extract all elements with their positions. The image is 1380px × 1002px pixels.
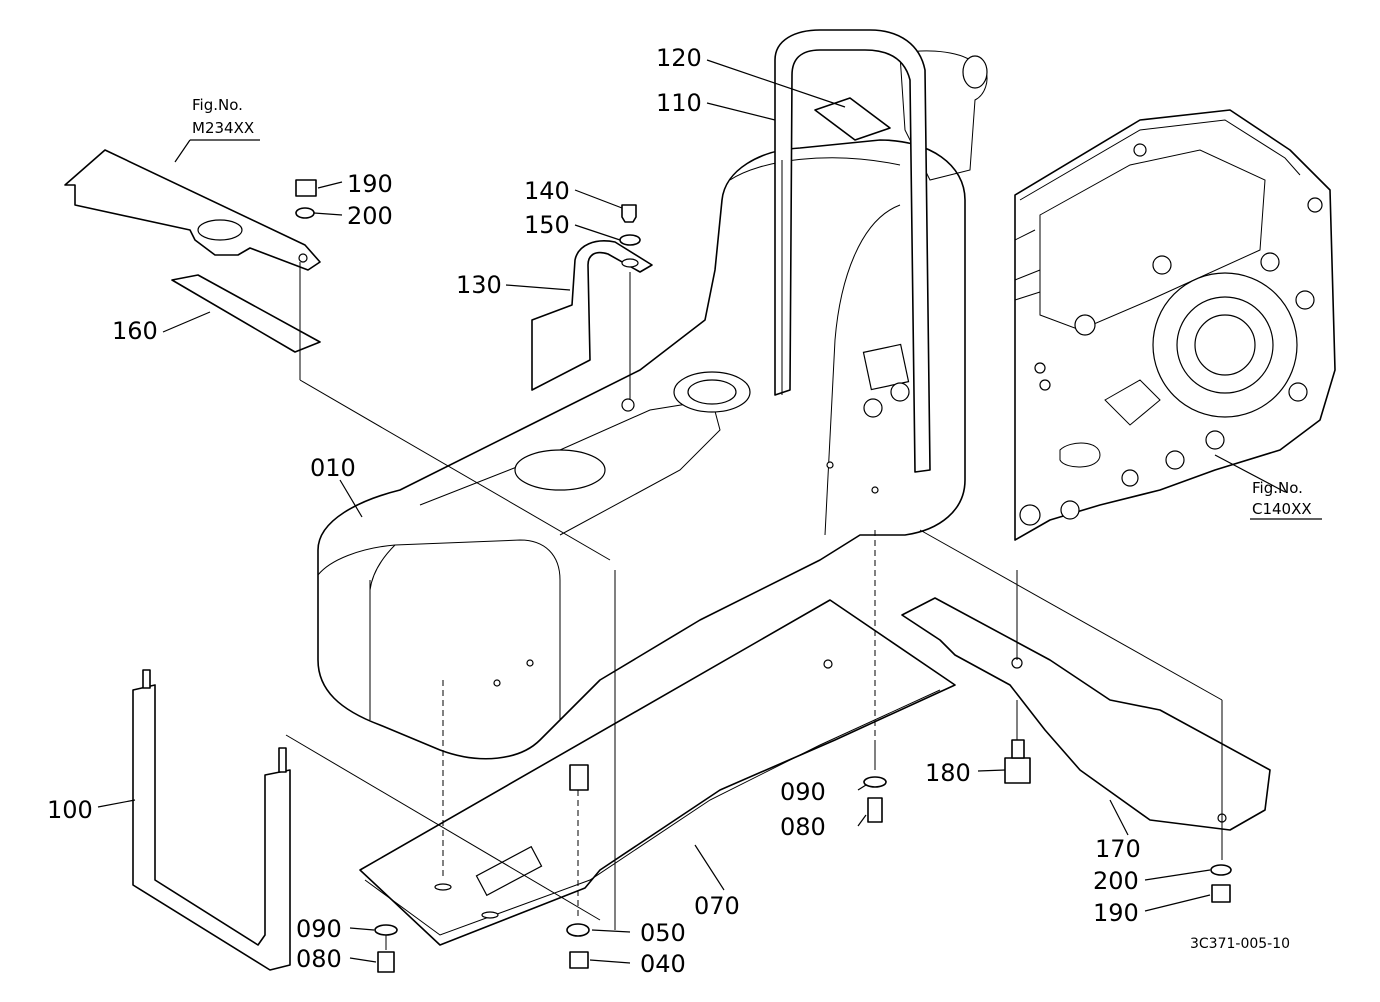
bolt-140 [621,204,637,223]
label-120: 120 [656,44,702,72]
figref-right-title: Fig.No. [1252,479,1303,497]
fuel-tank [317,50,988,760]
assembly-guides [285,160,1223,950]
support-bracket-170 [901,597,1271,831]
nut-190-left [295,179,317,197]
support-plate-070 [359,599,956,946]
label-080-center: 080 [780,813,826,841]
transmission-casing-reference [1014,109,1336,541]
label-130: 130 [456,271,502,299]
label-190-top: 190 [347,170,393,198]
label-050: 050 [640,919,686,947]
figref-right-code: C140XX [1252,500,1312,518]
stud-180 [1004,739,1031,784]
label-070: 070 [694,892,740,920]
bolt-040 [569,951,589,969]
label-090-center: 090 [780,778,826,806]
washer-200-right [1210,864,1232,876]
cover-plate-m234 [64,149,321,271]
bracket-130 [531,240,653,391]
label-010: 010 [310,454,356,482]
figref-left-title: Fig.No. [192,96,243,114]
nut-080-left [377,951,395,973]
label-090-left: 090 [296,915,342,943]
label-110: 110 [656,89,702,117]
label-180: 180 [925,759,971,787]
label-160: 160 [112,317,158,345]
washer-150 [619,234,641,246]
stud-050 [566,764,590,937]
washer-090-center [863,776,887,788]
figref-left-code: M234XX [192,119,254,137]
label-080-left: 080 [296,945,342,973]
nut-190-right [1211,884,1231,903]
label-150: 150 [524,211,570,239]
washer-090-left [374,924,398,936]
washer-200-left [295,207,315,219]
label-200-top: 200 [347,202,393,230]
insulator-160 [171,274,321,353]
drawing-code: 3C371-005-10 [1190,936,1290,952]
label-190-bottom: 190 [1093,899,1139,927]
u-bolt-100 [132,669,291,971]
label-170: 170 [1095,835,1141,863]
cushion-plate-120 [814,97,891,141]
nut-080-center [867,797,883,823]
label-100: 100 [47,796,93,824]
label-140: 140 [524,177,570,205]
label-040: 040 [640,950,686,978]
tank-strap-110 [774,29,931,473]
leader-lines [97,59,1322,964]
label-200-bottom: 200 [1093,867,1139,895]
